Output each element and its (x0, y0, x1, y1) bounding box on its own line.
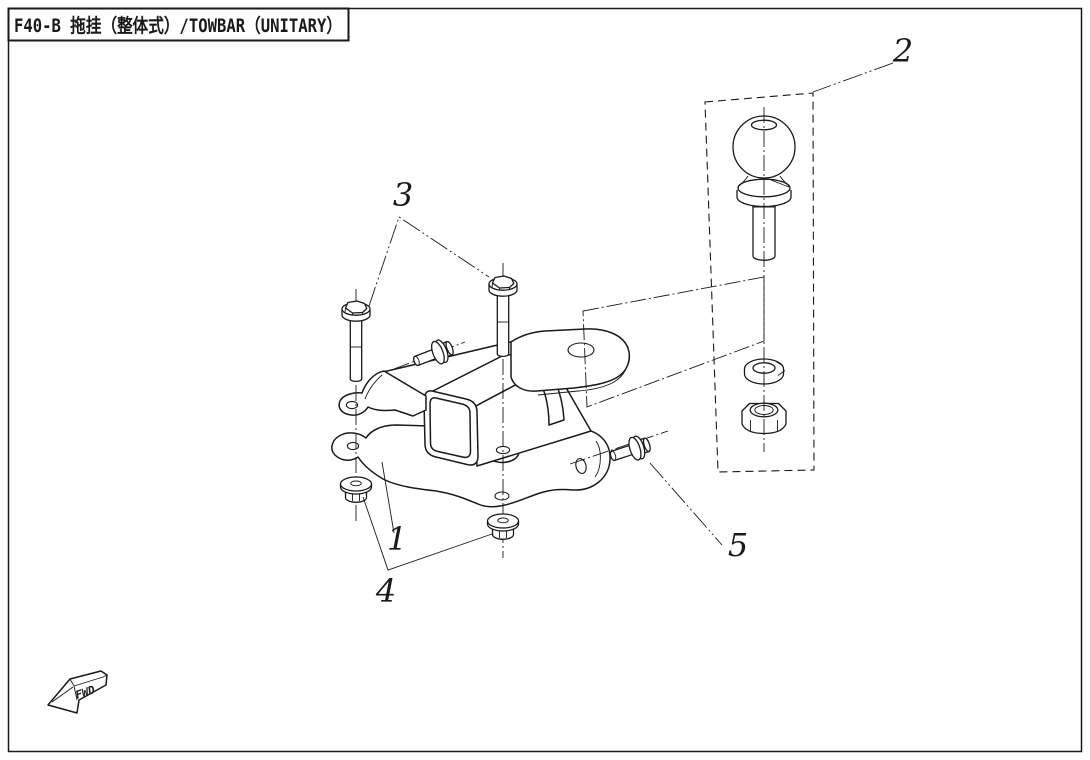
arm-end-hole (575, 457, 587, 475)
wing-fold-line (364, 374, 383, 400)
leader-4 (362, 496, 493, 571)
diagram-title: F40-B 拖挂（整体式）/TOWBAR（UNITARY） (14, 14, 342, 37)
callout-3: 3 (393, 176, 413, 214)
fwd-label: FWD (74, 683, 97, 702)
callout-4: 4 (375, 572, 396, 610)
plate-bottom-hole (494, 491, 510, 501)
flange-nut-left (339, 476, 373, 503)
right-spacer-axis (569, 430, 669, 465)
receiver-opening-inner (429, 397, 472, 459)
wing-ear-hole (345, 400, 359, 410)
left-wing (338, 370, 427, 417)
flange-bolt-left (341, 300, 371, 383)
tongue-ball-hole (567, 342, 595, 358)
fwd-arrow-folds (51, 674, 108, 703)
projection-window (582, 276, 765, 408)
lock-washer-split (775, 361, 786, 376)
plate-left-hole (346, 441, 360, 451)
leader-3 (368, 216, 490, 307)
callout-labels: 1 2 3 4 5 (375, 32, 913, 610)
tongue-thickness-line (537, 352, 630, 396)
ball-neck-flares (737, 175, 791, 188)
fwd-arrow-outline (47, 670, 108, 714)
fwd-arrow: FWD (47, 670, 108, 714)
page-border (7, 7, 1083, 753)
title-block: F40-B 拖挂（整体式）/TOWBAR（UNITARY） (7, 7, 350, 42)
callout-1: 1 (387, 520, 407, 558)
collar-notch (770, 179, 790, 188)
spacer-right (606, 432, 654, 469)
callout-2: 2 (892, 32, 913, 70)
arm-thickness-line (594, 440, 601, 478)
leader-1 (381, 461, 395, 534)
ball-tongue-plate (510, 328, 631, 392)
title-box (7, 7, 350, 42)
leader-2 (812, 62, 894, 93)
detail-box (704, 92, 815, 473)
hex-nut-facets (750, 420, 778, 432)
annotation-lines (362, 62, 894, 571)
towbar-bracket-part-1 (331, 328, 631, 508)
flange-nut-middle (486, 513, 520, 540)
callout-5: 5 (728, 526, 748, 564)
leader-5 (649, 462, 723, 546)
